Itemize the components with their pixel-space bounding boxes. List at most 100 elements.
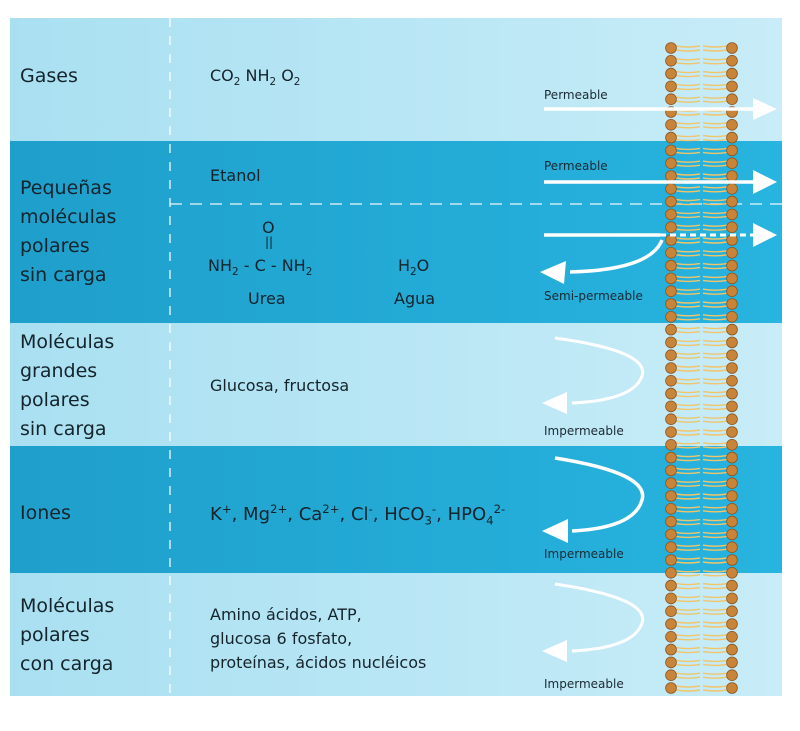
lipid-head	[726, 682, 738, 694]
lipid-tail	[675, 241, 701, 244]
lipid-tail	[675, 608, 701, 611]
lipid-tail	[702, 314, 728, 317]
lipid-tail	[702, 420, 728, 423]
lipid-tail	[702, 330, 728, 334]
lipid-tail	[702, 467, 728, 471]
lipid-tail	[675, 595, 701, 599]
lipid-tail	[702, 87, 728, 91]
molecule-line: glucosa 6 fosfato,	[210, 629, 353, 648]
lipid-tail	[702, 228, 728, 231]
lipid-tail	[675, 126, 701, 129]
lipid-tail	[675, 186, 701, 189]
lipid-tail	[702, 215, 728, 219]
lipid-tail	[675, 254, 701, 257]
lipid-head	[665, 93, 677, 105]
lipid-tail	[675, 62, 701, 65]
lipid-tail	[675, 390, 701, 394]
lipid-tail	[702, 595, 728, 599]
lipid-tail	[675, 211, 701, 215]
lipid-tail	[675, 147, 701, 151]
label-line: con carga	[20, 653, 114, 675]
ion-hpo4: , HPO42-	[436, 502, 506, 528]
lipid-tail	[675, 394, 701, 398]
lipid-head	[665, 682, 677, 694]
lipid-head	[665, 579, 677, 592]
lipid-tail	[702, 382, 728, 385]
lipid-head	[665, 426, 677, 438]
lipid-head	[726, 490, 738, 502]
lipid-head	[726, 554, 738, 566]
lipid-head	[665, 323, 677, 336]
lipid-tail	[702, 394, 728, 398]
lipid-tail	[702, 356, 728, 359]
lipid-head	[665, 451, 677, 464]
lipid-tail	[702, 262, 728, 266]
lipid-tail	[702, 544, 728, 547]
arrow-label-gases: Permeable	[544, 88, 608, 102]
arrow-permeable-gases	[544, 98, 777, 120]
lipid-tail	[675, 352, 701, 355]
ions-list: K+, Mg2+, Ca2+, Cl-, HCO3-, HPO42-	[210, 502, 505, 528]
lipid-head	[726, 566, 738, 579]
lipid-tail	[675, 96, 701, 99]
lipid-head	[726, 80, 738, 93]
lipid-tail	[702, 134, 728, 138]
lipid-tail	[675, 250, 701, 253]
lipid-head	[726, 93, 738, 105]
lipid-tail	[675, 87, 701, 91]
lipid-tail	[702, 659, 728, 663]
lipid-tail	[702, 138, 728, 142]
lipid-head	[665, 131, 677, 144]
lipid-tail	[675, 151, 701, 155]
lipid-tail	[702, 305, 728, 308]
lipid-head	[726, 285, 738, 298]
lipid-head	[665, 566, 677, 579]
lipid-tail	[675, 433, 701, 436]
molecules-large-polar: Glucosa, fructosa	[210, 376, 350, 395]
arrow-label-ions: Impermeable	[544, 547, 624, 561]
band-large-polar	[10, 323, 782, 446]
lipid-tail	[702, 638, 728, 641]
lipid-head	[665, 195, 677, 208]
lipid-head	[665, 349, 677, 362]
lipid-head	[726, 630, 738, 643]
lipid-head	[726, 310, 738, 323]
ion-mg: , Mg2+	[231, 502, 288, 525]
lipid-tail	[675, 173, 701, 176]
lipid-tail	[675, 70, 701, 74]
lipid-tail	[702, 663, 728, 667]
lipid-head	[665, 618, 677, 630]
lipid-tail	[675, 83, 701, 87]
lipid-head	[665, 54, 677, 67]
lipid-head	[665, 362, 677, 374]
lipid-head	[726, 349, 738, 362]
lipid-tail	[675, 292, 701, 295]
lipid-head	[665, 298, 677, 310]
lipid-tail	[702, 113, 728, 116]
lipid-tail	[702, 548, 728, 551]
lipid-tail	[702, 177, 728, 180]
lipid-tail	[702, 497, 728, 500]
lipid-tail	[702, 318, 728, 321]
lipid-tail	[675, 378, 701, 381]
lipid-tail	[702, 442, 728, 445]
lipid-tail	[675, 403, 701, 407]
lipid-tail	[675, 548, 701, 551]
band-gases	[10, 18, 782, 141]
lipid-tail	[675, 416, 701, 419]
lipid-tail	[675, 262, 701, 266]
lipid-tail	[702, 151, 728, 155]
lipid-head	[726, 195, 738, 208]
lipid-tail	[702, 458, 728, 462]
lipid-tail	[702, 292, 728, 295]
lipid-tail	[675, 224, 701, 227]
lipid-tail	[702, 506, 728, 509]
lipid-tail	[702, 557, 728, 560]
lipid-head	[726, 579, 738, 592]
lipid-head	[665, 669, 677, 681]
lipid-tail	[702, 279, 728, 283]
lipid-tail	[702, 96, 728, 99]
lipid-tail	[675, 100, 701, 103]
row-label-gases: Gases	[20, 62, 78, 91]
lipid-tail	[675, 586, 701, 590]
